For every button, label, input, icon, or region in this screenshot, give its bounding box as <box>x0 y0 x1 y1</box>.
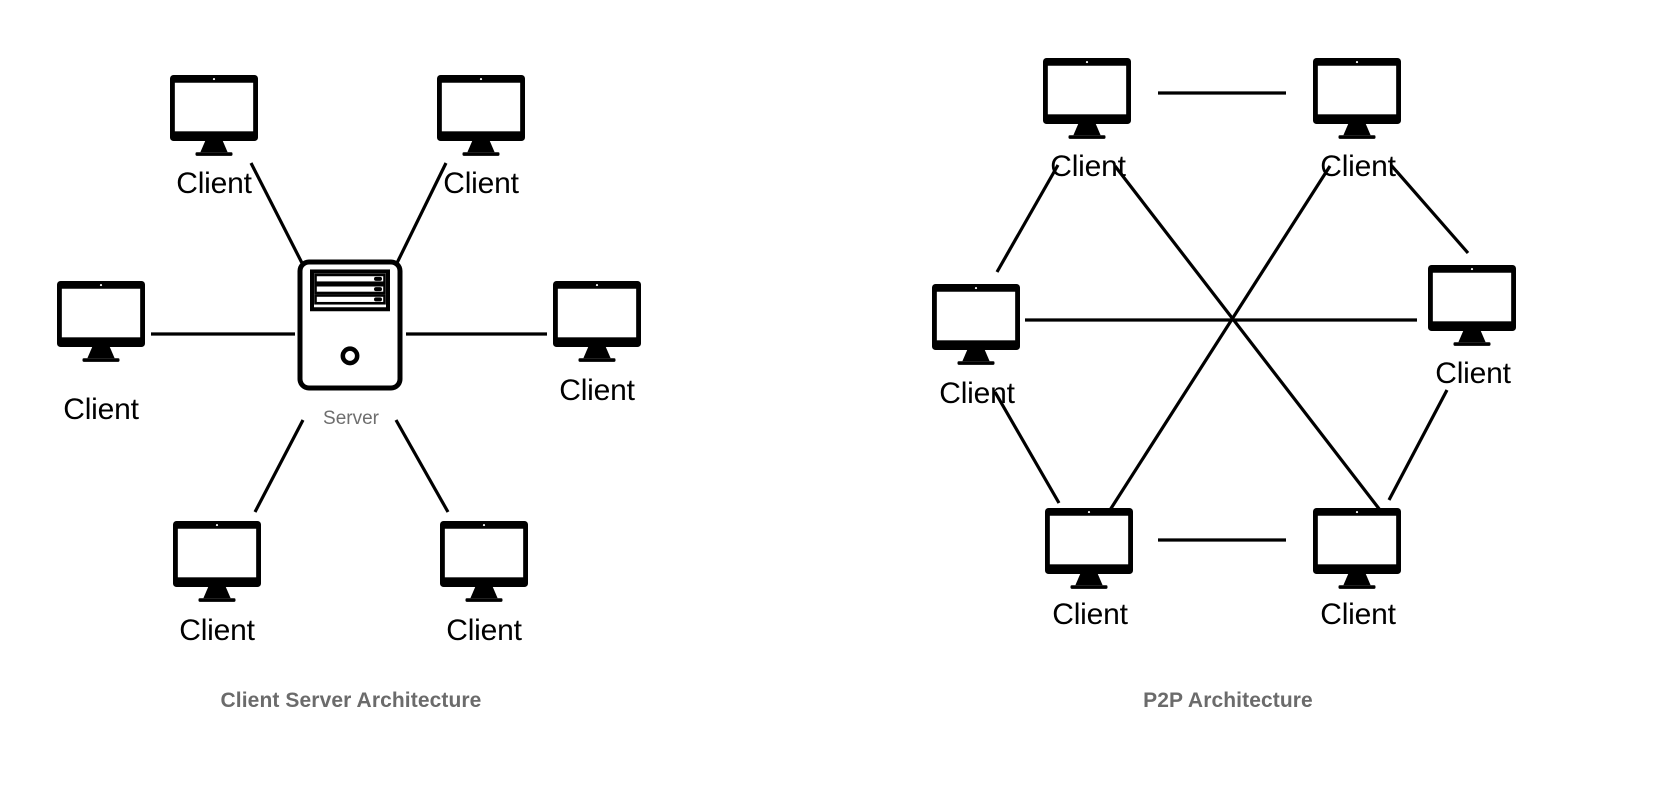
client-node-label: Client <box>1052 598 1128 631</box>
client-node-label: Client <box>1320 150 1396 183</box>
server-label: Server <box>323 408 379 429</box>
desktop-monitor-icon <box>1428 265 1516 346</box>
connection-line <box>995 164 1060 273</box>
connection-line <box>253 419 305 513</box>
connection-line <box>394 419 450 513</box>
desktop-monitor-icon <box>437 75 525 156</box>
panel-caption-client-server: Client Server Architecture <box>220 689 482 712</box>
panel-caption-p2p: P2P Architecture <box>1143 689 1313 712</box>
connection-line <box>1387 389 1449 501</box>
client-node-label: Client <box>559 374 635 407</box>
desktop-monitor-icon <box>932 284 1020 365</box>
desktop-monitor-icon <box>553 281 641 362</box>
client-node-label: Client <box>63 393 139 426</box>
client-node-label: Client <box>939 377 1015 410</box>
client-node-label: Client <box>443 167 519 200</box>
connection-line <box>249 162 305 266</box>
client-node-label: Client <box>176 167 252 200</box>
client-node-label: Client <box>1050 150 1126 183</box>
connection-line <box>1108 165 1332 511</box>
desktop-monitor-icon <box>1043 58 1131 139</box>
client-node-label: Client <box>1435 357 1511 390</box>
connection-line <box>394 162 448 266</box>
connection-line <box>1113 165 1382 511</box>
client-node-label: Client <box>179 614 255 647</box>
client-node-label: Client <box>1320 598 1396 631</box>
server-tower-icon <box>297 259 403 391</box>
desktop-monitor-icon <box>170 75 258 156</box>
desktop-monitor-icon <box>440 521 528 602</box>
connection-line <box>993 391 1061 504</box>
desktop-monitor-icon <box>173 521 261 602</box>
desktop-monitor-icon <box>57 281 145 362</box>
desktop-monitor-icon <box>1313 508 1401 589</box>
connection-line <box>1389 163 1470 255</box>
desktop-monitor-icon <box>1313 58 1401 139</box>
desktop-monitor-icon <box>1045 508 1133 589</box>
client-node-label: Client <box>446 614 522 647</box>
